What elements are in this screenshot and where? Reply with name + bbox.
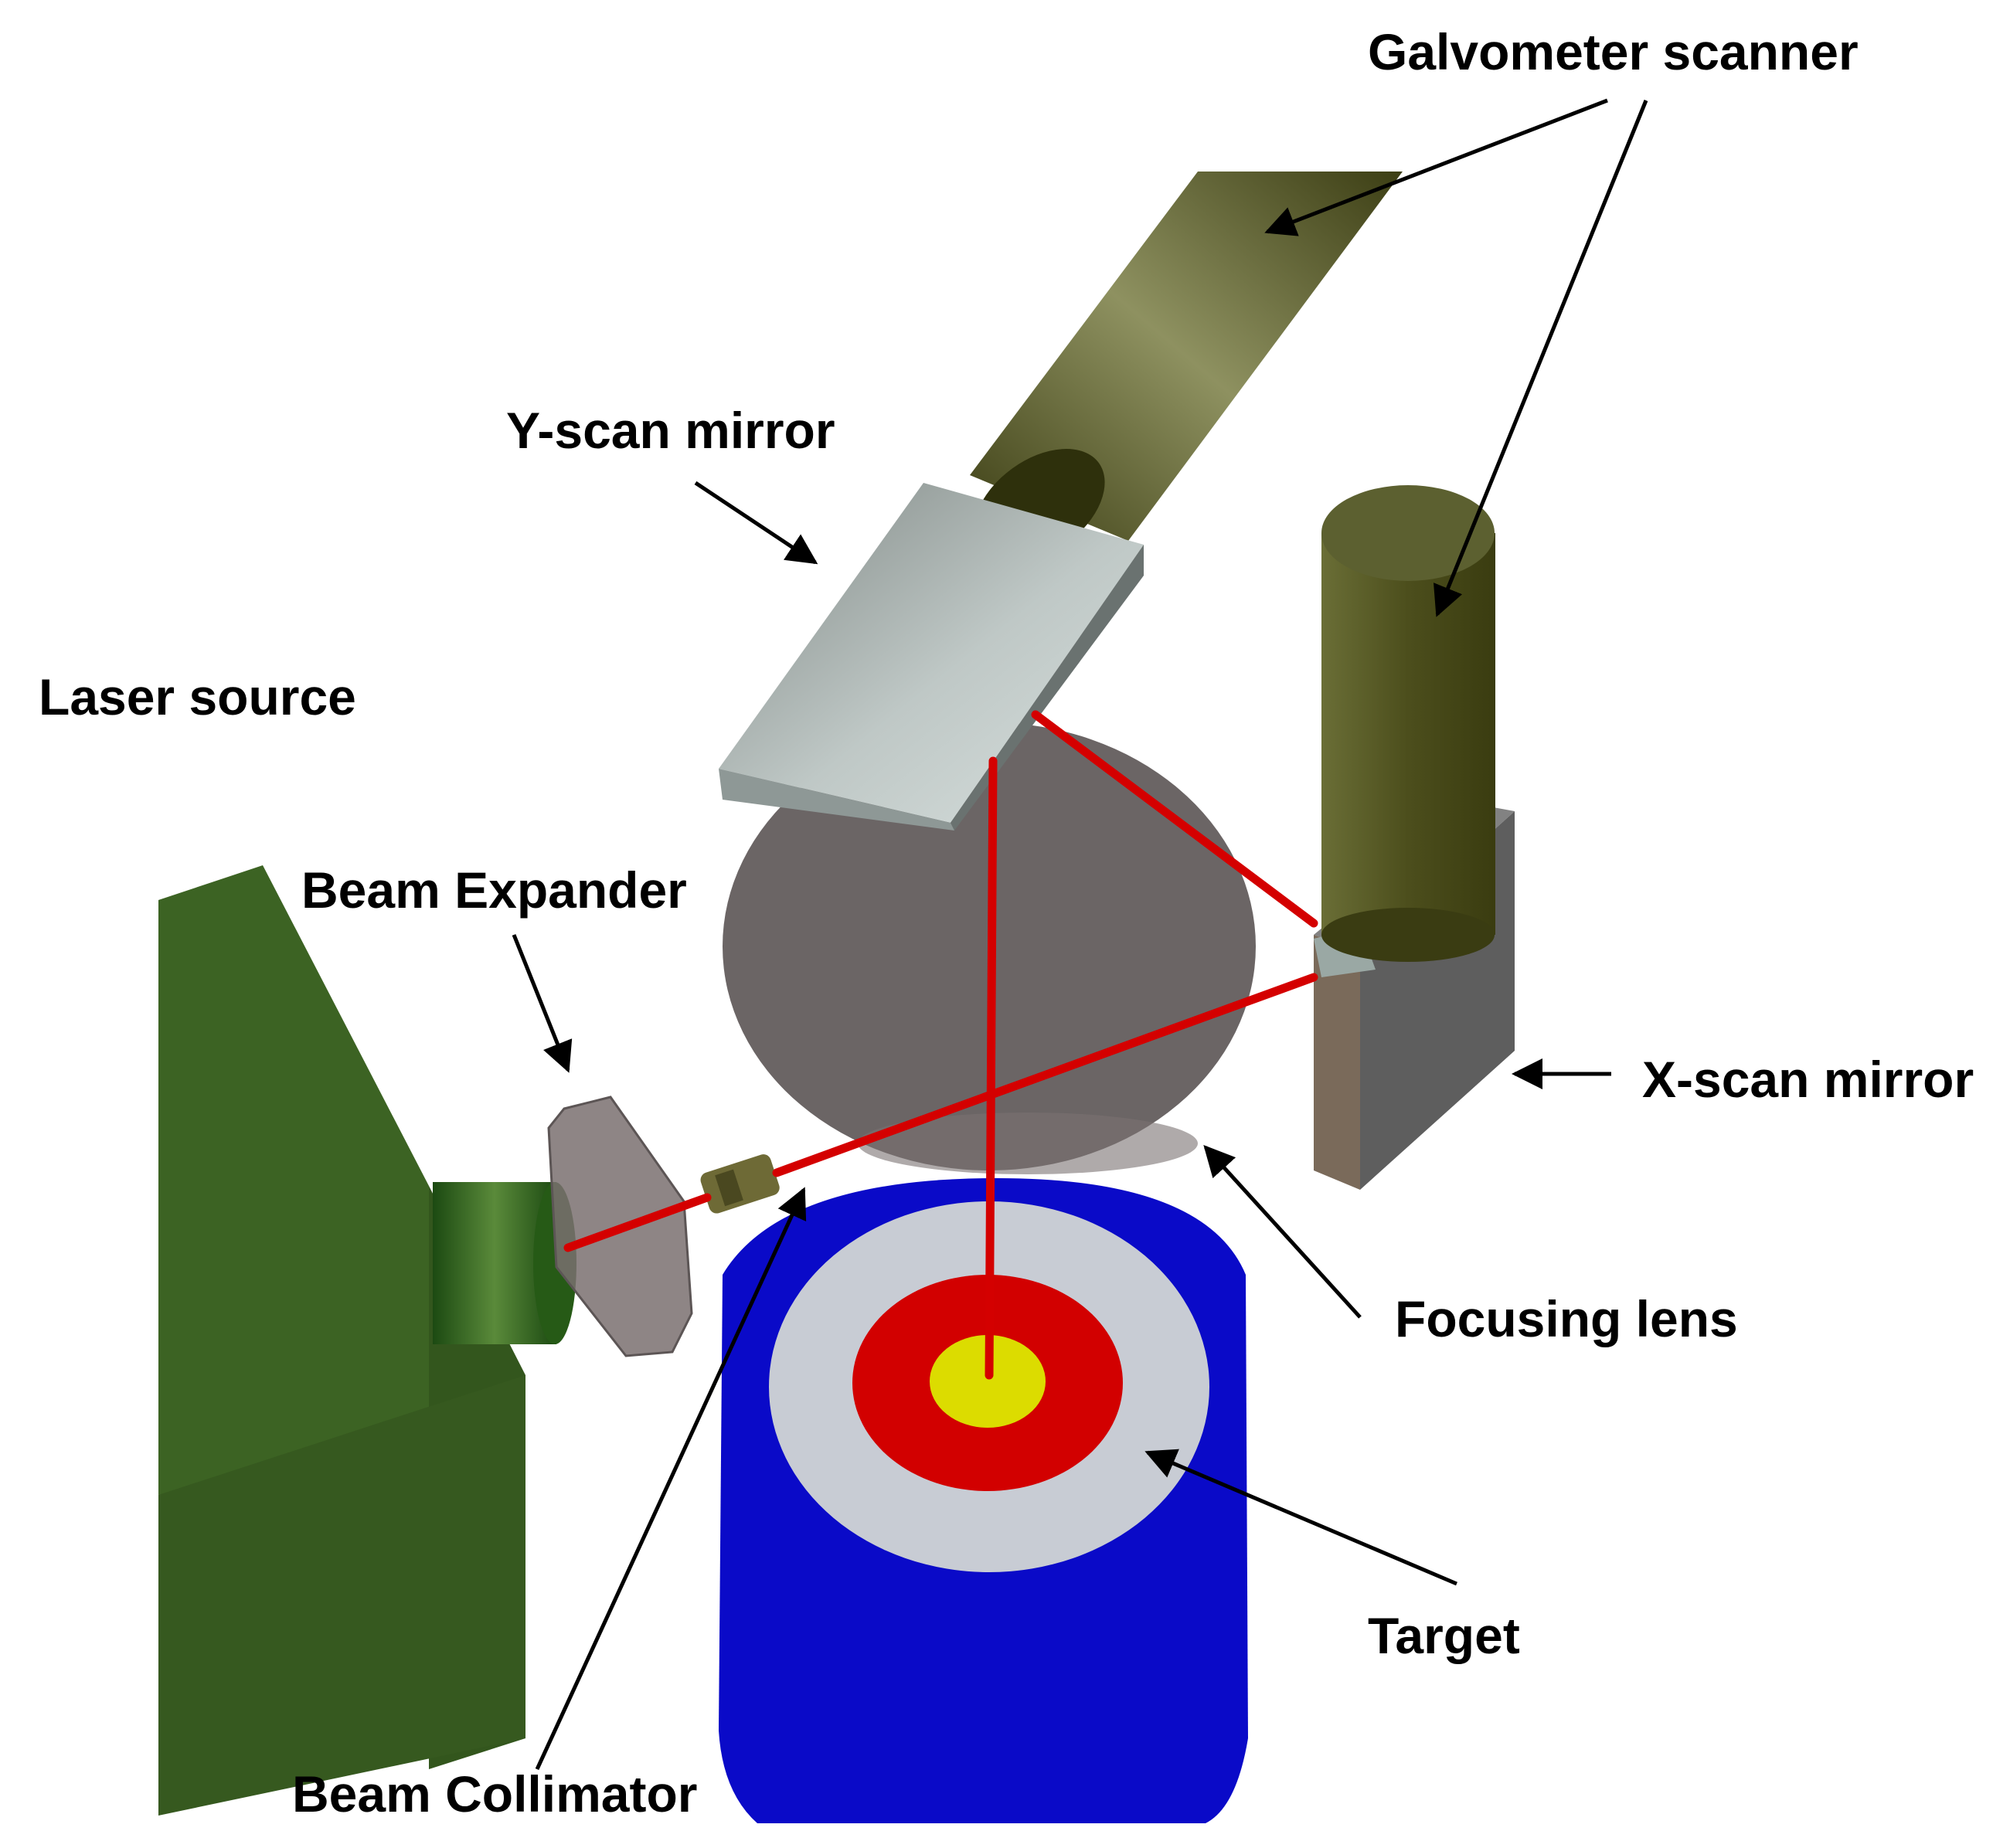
arrow-beam-collimator [535,1187,807,1771]
beam-collimator-to-x-mirror [772,973,1318,1177]
housing-side-face [158,865,429,1495]
laser-beam-path [563,710,1318,1380]
target-assembly [719,1178,1248,1823]
arrow-y-scan-mirror [694,481,818,565]
beam-collimator-body [700,1154,780,1214]
label-galvometer-scanner: Galvometer scanner [1368,23,1859,80]
arrow-focusing-lens [1203,1145,1362,1319]
label-beam-expander: Beam Expander [301,861,687,919]
x-mount-front [1314,935,1360,1190]
housing-lower-face [158,1375,525,1816]
label-laser-source: Laser source [39,668,356,725]
arrow-galvo-to-x-motor [1434,100,1648,617]
x-galvo-motor-top [1321,485,1495,581]
laser-source-housing [158,865,576,1816]
beam-source-to-collimator [563,1193,712,1252]
beam-y-mirror-to-target [985,756,998,1380]
arrow-target [1144,1449,1457,1586]
y-mirror-edge [951,545,1144,831]
label-focusing-lens: Focusing lens [1395,1290,1738,1347]
arrow-galvo-to-y-motor [1264,98,1608,236]
label-beam-collimator: Beam Collimator [292,1765,697,1823]
beam-x-mirror-to-y-mirror [1031,710,1318,928]
arrow-pointer-icon [512,98,1648,1771]
y-scan-mirror [719,483,1144,831]
x-scan-mirror-assembly [1314,485,1515,1190]
target-center [930,1335,1046,1428]
label-x-scan-mirror: X-scan mirror [1642,1051,1974,1108]
label-target: Target [1368,1607,1520,1664]
arrow-beam-expander [512,934,573,1073]
y-mirror-face [719,483,1144,823]
label-y-scan-mirror: Y-scan mirror [506,402,835,459]
x-galvo-motor-bottom [1321,908,1495,962]
x-galvo-motor [1321,533,1495,935]
y-mirror-bottom-edge [719,769,954,831]
focusing-lens-underside [858,1113,1198,1174]
